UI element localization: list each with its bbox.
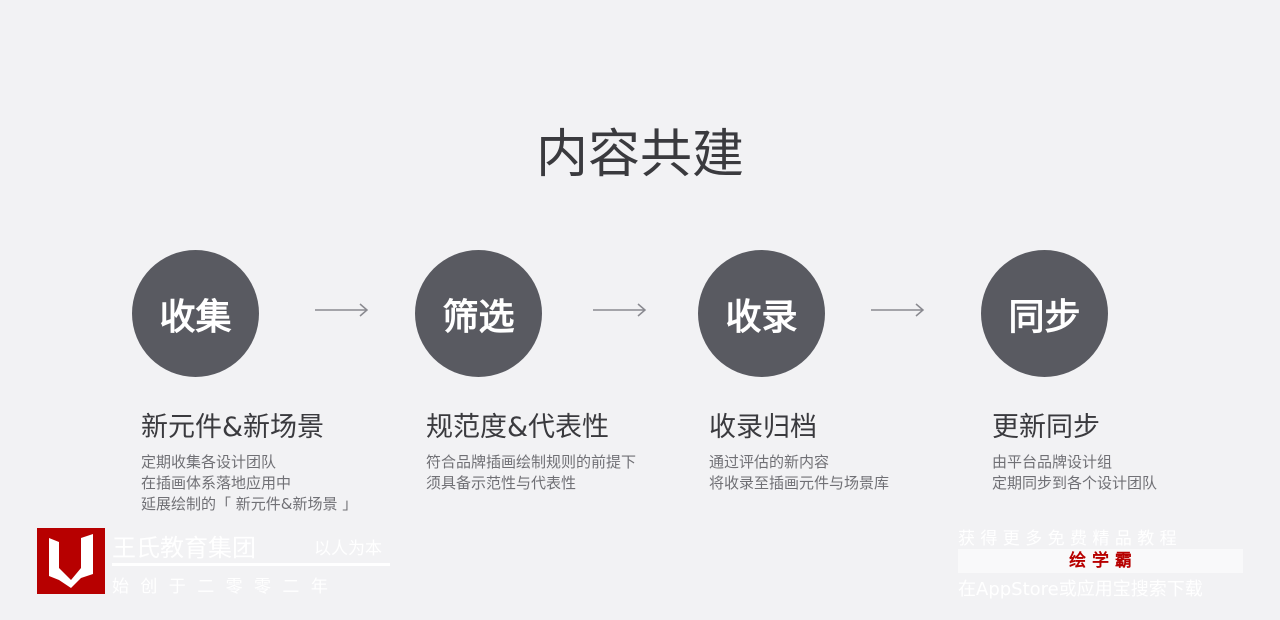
promo-app: 绘 学 霸 xyxy=(958,549,1243,573)
step-4: 同步 xyxy=(981,250,1108,377)
promo-line3: 在AppStore或应用宝搜索下载 xyxy=(958,579,1203,600)
arrow-right-icon xyxy=(593,303,647,317)
step-circle: 收集 xyxy=(132,250,259,377)
step-1: 收集 xyxy=(132,250,259,377)
step-circle: 同步 xyxy=(981,250,1108,377)
watermark-motto: 以人为本 xyxy=(314,539,382,559)
description-line: 在插画体系落地应用中 xyxy=(141,474,292,492)
logo-w-icon xyxy=(37,528,105,594)
watermark-name: 王氏教育集团 xyxy=(112,534,256,562)
page-title: 内容共建 xyxy=(535,125,744,185)
description-line: 须具备示范性与代表性 xyxy=(426,474,577,492)
step-heading: 规范度&代表性 xyxy=(426,412,610,443)
step-2: 筛选 xyxy=(415,250,542,377)
description-line: 通过评估的新内容 xyxy=(709,453,830,471)
description-line: 符合品牌插画绘制规则的前提下 xyxy=(426,453,637,471)
description-line: 延展绘制的「 新元件&新场景 」 xyxy=(141,495,358,513)
description-line: 定期同步到各个设计团队 xyxy=(992,474,1158,492)
divider xyxy=(112,563,390,566)
arrow-right-icon xyxy=(315,303,369,317)
watermark-since: 始 创 于 二 零 零 二 年 xyxy=(112,577,331,597)
step-description: 通过评估的新内容将收录至插画元件与场景库 xyxy=(709,452,889,494)
step-heading: 更新同步 xyxy=(992,412,1100,443)
step-3: 收录 xyxy=(698,250,825,377)
step-description: 由平台品牌设计组定期同步到各个设计团队 xyxy=(992,452,1157,494)
step-description: 符合品牌插画绘制规则的前提下须具备示范性与代表性 xyxy=(426,452,636,494)
description-line: 将收录至插画元件与场景库 xyxy=(709,474,890,492)
step-circle: 收录 xyxy=(698,250,825,377)
step-heading: 新元件&新场景 xyxy=(141,412,325,443)
description-line: 由平台品牌设计组 xyxy=(992,453,1113,471)
step-heading: 收录归档 xyxy=(709,412,817,443)
step-circle: 筛选 xyxy=(415,250,542,377)
promo-line1: 获 得 更 多 免 费 精 品 教 程 xyxy=(958,529,1177,549)
description-line: 定期收集各设计团队 xyxy=(141,453,277,471)
arrow-right-icon xyxy=(871,303,925,317)
step-description: 定期收集各设计团队在插画体系落地应用中延展绘制的「 新元件&新场景 」 xyxy=(141,452,357,515)
